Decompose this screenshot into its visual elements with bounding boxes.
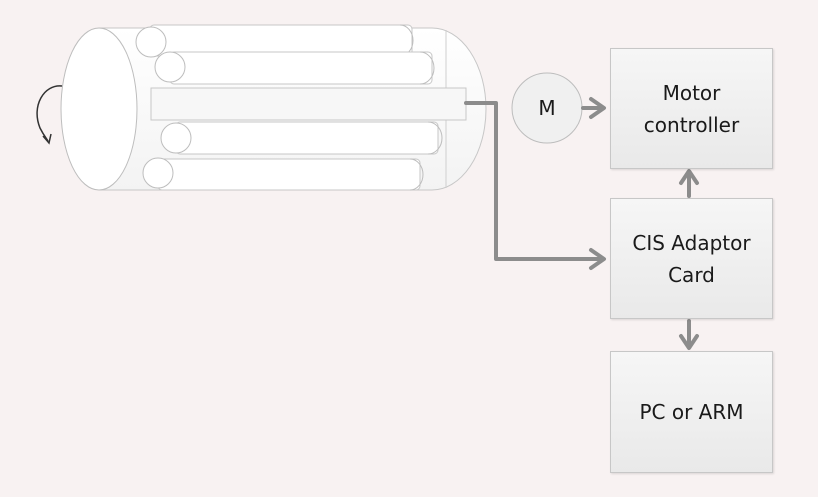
connectors [464, 97, 699, 350]
cis-to-adaptor-connector [464, 101, 605, 261]
cis-to-adaptor-arrowhead [589, 248, 606, 270]
pc-or-arm-box: PC or ARM [610, 351, 773, 473]
motor-label: M [538, 96, 556, 120]
motor-controller-box: Motor controller [610, 48, 773, 169]
motor-to-controller-arrowhead [589, 97, 606, 119]
roller-3 [160, 121, 443, 155]
roller-2 [154, 51, 435, 85]
cis-adaptor-card-box: CIS Adaptor Card [610, 198, 773, 319]
roller-1 [135, 24, 414, 58]
adaptor-to-pc-arrowhead [679, 334, 699, 350]
rotation-arrow-icon [36, 85, 63, 145]
roller-4 [142, 157, 424, 191]
adaptor-to-controller-arrowhead [679, 169, 699, 185]
cis-sensor-bar [150, 87, 467, 121]
